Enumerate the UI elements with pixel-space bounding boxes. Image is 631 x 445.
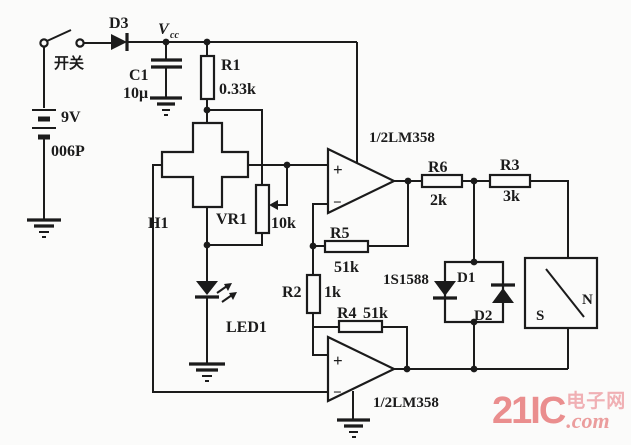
label-r1-value: 0.33k <box>219 81 256 98</box>
label-battery-voltage: 9V <box>61 109 81 126</box>
switch-terminal-left <box>39 38 49 48</box>
potentiometer-vr1-body <box>254 183 271 235</box>
node-wiper <box>283 161 291 169</box>
ground-opamp2 <box>337 418 370 438</box>
label-r6: R6 <box>428 159 448 176</box>
label-r5-value: 51k <box>334 259 359 276</box>
switch-lever <box>46 29 72 42</box>
node-r1-top <box>203 38 211 46</box>
wire-r2-to-opamp2-plus <box>312 313 328 356</box>
label-d2: D2 <box>474 308 492 324</box>
label-r1: R1 <box>221 57 241 74</box>
node-diodes-output2 <box>470 365 478 373</box>
wire-opamp1-minus-down <box>312 203 328 275</box>
wire-vr1-bottom <box>207 233 263 246</box>
label-diode-type: 1S1588 <box>383 272 429 288</box>
label-switch: 开关 <box>54 54 84 72</box>
led1-symbol <box>195 281 237 303</box>
label-r5: R5 <box>330 225 350 242</box>
label-magnet-n: N <box>582 292 593 308</box>
magnet-diagonal <box>545 268 585 318</box>
opamp1-minus-sign: − <box>333 195 342 211</box>
magnet-box <box>523 256 599 330</box>
label-vcc-sub: cc <box>170 30 179 41</box>
watermark-brand: 21IC <box>492 390 566 432</box>
node-output2 <box>403 365 411 373</box>
label-h1: H1 <box>148 215 168 232</box>
opamp2-plus-sign: + <box>333 351 343 370</box>
label-d1: D1 <box>457 270 475 286</box>
switch-terminal-right <box>75 38 85 48</box>
label-r6-value: 2k <box>430 192 447 209</box>
vr1-wiper-arrow <box>269 200 278 210</box>
wire-r4-feedback <box>382 326 408 369</box>
wire-vr1-wiper-up <box>274 165 288 206</box>
resistor-r3-body <box>488 173 532 189</box>
node-r6-r3 <box>470 177 478 185</box>
label-battery-type: 006P <box>51 143 85 160</box>
watermark-cn: 电子网 <box>566 390 627 412</box>
opamp1-symbol <box>326 147 397 215</box>
node-h1-led <box>203 241 211 249</box>
node-diodes-top <box>470 258 478 266</box>
diode-d2-symbol <box>491 283 515 303</box>
label-r4: R4 <box>337 305 357 322</box>
hall-element-h1-symbol <box>160 121 250 209</box>
label-c1: C1 <box>129 67 149 84</box>
label-r3-value: 3k <box>503 188 520 205</box>
label-vr1: VR1 <box>216 211 247 228</box>
resistor-r2-body <box>305 273 322 315</box>
label-r2: R2 <box>282 284 302 301</box>
watermark-tld: .com <box>566 408 610 433</box>
ground-led1 <box>189 362 225 382</box>
label-led1: LED1 <box>226 319 267 336</box>
label-r2-value: 1k <box>324 284 341 301</box>
resistor-r1-body <box>199 54 216 101</box>
node-r5-left <box>309 242 317 250</box>
wire-r3-to-magnet <box>530 180 569 258</box>
opamp2-minus-sign: − <box>333 385 342 401</box>
diode-d3-symbol <box>111 33 129 51</box>
battery-9v <box>32 109 56 140</box>
resistor-r5-body <box>323 239 370 254</box>
wire-r5-right-feedback <box>368 181 409 247</box>
ground-battery <box>27 218 61 238</box>
label-r4-value: 51k <box>363 305 388 322</box>
label-vcc: V <box>158 21 170 38</box>
opamp1-plus-sign: + <box>333 160 343 179</box>
node-r1-bottom <box>203 106 211 114</box>
node-diodes-bottom <box>470 318 478 326</box>
resistor-r4-body <box>337 319 384 334</box>
node-vcc <box>162 38 170 46</box>
wire-r1node-to-vr1-top <box>207 109 263 185</box>
watermark: 21IC 电子网 .com <box>492 390 627 433</box>
label-d3: D3 <box>109 15 129 32</box>
diode-d1-symbol <box>433 281 457 300</box>
label-c1-value: 10μ <box>123 85 148 102</box>
ground-c1 <box>150 96 182 116</box>
label-magnet-s: S <box>536 308 544 324</box>
opamp2-symbol <box>326 335 397 403</box>
label-opamp1: 1/2LM358 <box>369 130 435 146</box>
resistor-r6-body <box>420 173 464 189</box>
node-output1 <box>404 177 412 185</box>
wire-h1-left-to-opamp2-minus <box>152 164 328 393</box>
label-r3: R3 <box>500 157 520 174</box>
label-opamp2: 1/2LM358 <box>373 395 439 411</box>
capacitor-c1-symbol <box>151 58 182 69</box>
label-vr1-value: 10k <box>271 215 296 232</box>
